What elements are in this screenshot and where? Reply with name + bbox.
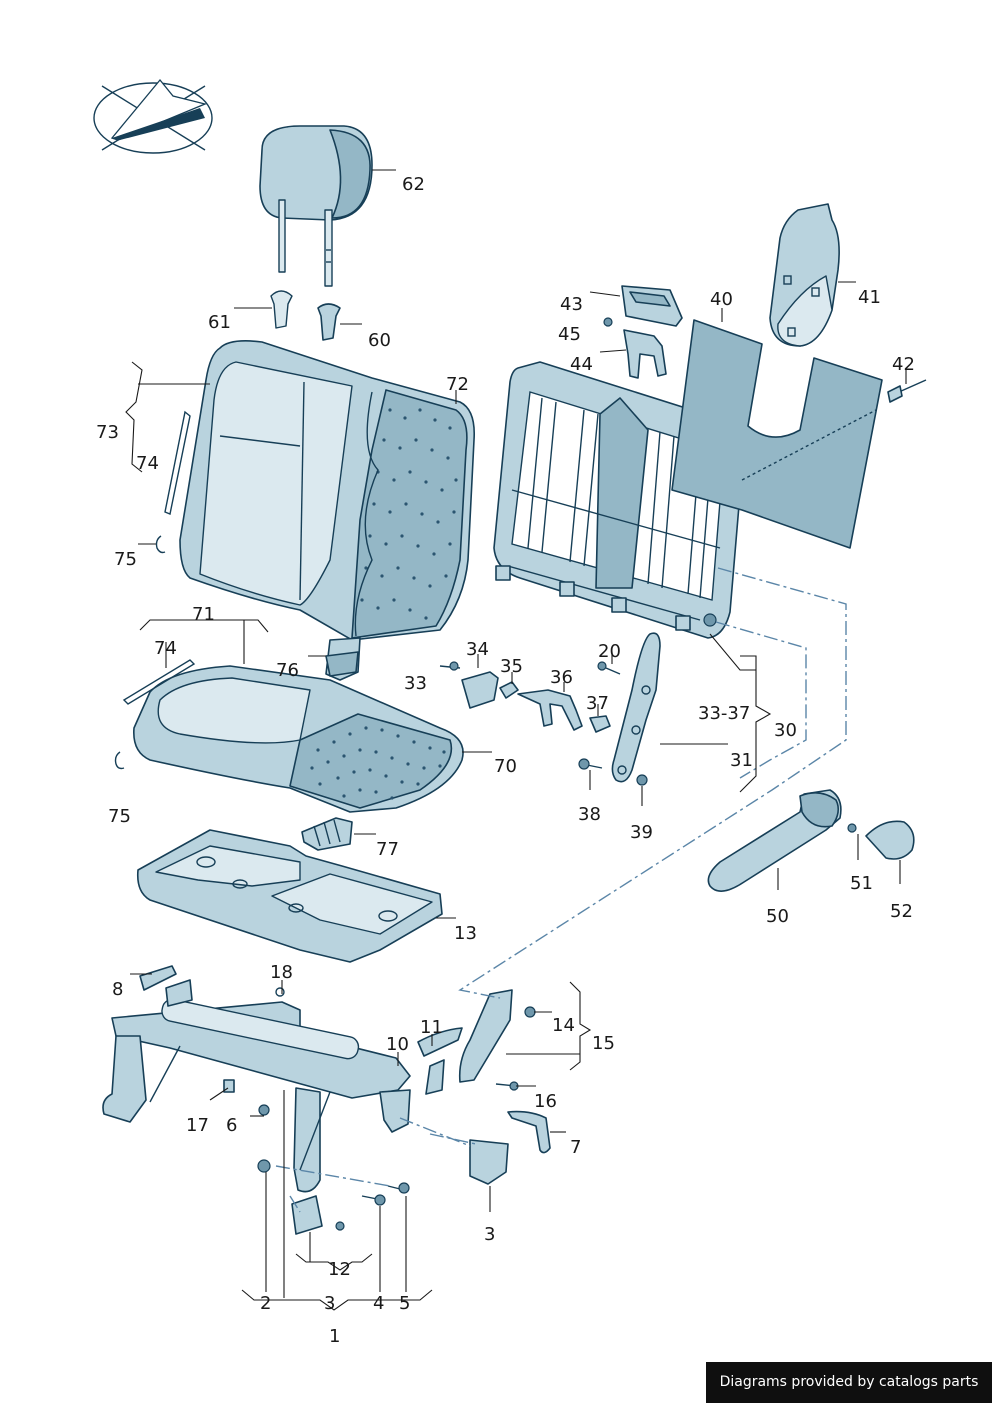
callout-1: 1: [329, 1326, 340, 1347]
callout-30: 30: [774, 720, 797, 741]
headrest-part: [259, 125, 373, 287]
headrest-guide-part: [270, 290, 341, 341]
callout-8: 8: [112, 979, 123, 1000]
callout-51: 51: [850, 873, 873, 894]
callout-6: 6: [226, 1115, 237, 1136]
callout-73: 73: [96, 422, 119, 443]
seat-foam-texture: [310, 726, 446, 800]
seat-frame-part: [102, 965, 551, 1235]
callout-40: 40: [710, 289, 733, 310]
callout-4: 4: [373, 1293, 384, 1314]
backrest-cushion-part: [179, 340, 476, 641]
callout-3a: 3: [324, 1293, 335, 1314]
callout-13: 13: [454, 923, 477, 944]
tension-wire-part: [114, 410, 196, 770]
callout-52: 52: [890, 901, 913, 922]
callout-12: 12: [328, 1259, 351, 1280]
callout-75b: 75: [108, 806, 131, 827]
callout-76: 76: [276, 660, 299, 681]
back-panel-part: [671, 319, 883, 549]
seat-cushion-part: [133, 665, 464, 813]
callout-3b: 3: [484, 1224, 495, 1245]
callout-5: 5: [399, 1293, 410, 1314]
callout-44: 44: [570, 354, 593, 375]
callout-labels: 62 61 60 72 73 74 75 71 74 76 70 75 77 1…: [96, 174, 915, 1347]
callout-75a: 75: [114, 549, 137, 570]
callout-77: 77: [376, 839, 399, 860]
callout-33-37: 33-37: [698, 703, 750, 724]
callout-60: 60: [368, 330, 391, 351]
callout-11: 11: [420, 1017, 443, 1038]
callout-31: 31: [730, 750, 753, 771]
callout-37: 37: [586, 693, 609, 714]
cover-panel-part: [769, 203, 840, 347]
screw-part: [439, 661, 648, 786]
callout-39: 39: [630, 822, 653, 843]
callout-10: 10: [386, 1034, 409, 1055]
assembly-guide-lines: [275, 567, 847, 1213]
leader-lines: [125, 169, 907, 1311]
callout-15: 15: [592, 1033, 615, 1054]
push-pin-part: [887, 379, 927, 403]
release-handle-part: [603, 285, 683, 379]
callout-50: 50: [766, 906, 789, 927]
callout-36: 36: [550, 667, 573, 688]
callout-41: 41: [858, 287, 881, 308]
callout-2: 2: [260, 1293, 271, 1314]
callout-74a: 74: [136, 453, 159, 474]
callout-71: 71: [192, 604, 215, 625]
callout-7: 7: [570, 1137, 581, 1158]
callout-62: 62: [402, 174, 425, 195]
callout-35: 35: [500, 656, 523, 677]
hinge-plate-part: [611, 632, 661, 783]
callout-17: 17: [186, 1115, 209, 1136]
seat-pan-part: [136, 829, 443, 963]
callout-45: 45: [558, 324, 581, 345]
latch-cover-part: [301, 637, 361, 851]
armrest-part: [707, 789, 915, 892]
callout-14: 14: [552, 1015, 575, 1036]
callout-61: 61: [208, 312, 231, 333]
callout-38: 38: [578, 804, 601, 825]
callout-42: 42: [892, 354, 915, 375]
callout-18: 18: [270, 962, 293, 983]
callout-72: 72: [446, 374, 469, 395]
credit-banner: Diagrams provided by catalogs parts: [706, 1362, 992, 1403]
callout-74b: 74: [154, 638, 177, 659]
callout-33: 33: [404, 673, 427, 694]
cushion-foam-texture: [360, 408, 458, 620]
callout-20: 20: [598, 641, 621, 662]
callout-34: 34: [466, 639, 489, 660]
callout-70: 70: [494, 756, 517, 777]
hinge-bracket-part: [461, 671, 611, 733]
callout-16: 16: [534, 1091, 557, 1112]
callout-43: 43: [560, 294, 583, 315]
orientation-arrow-icon: [93, 78, 213, 154]
